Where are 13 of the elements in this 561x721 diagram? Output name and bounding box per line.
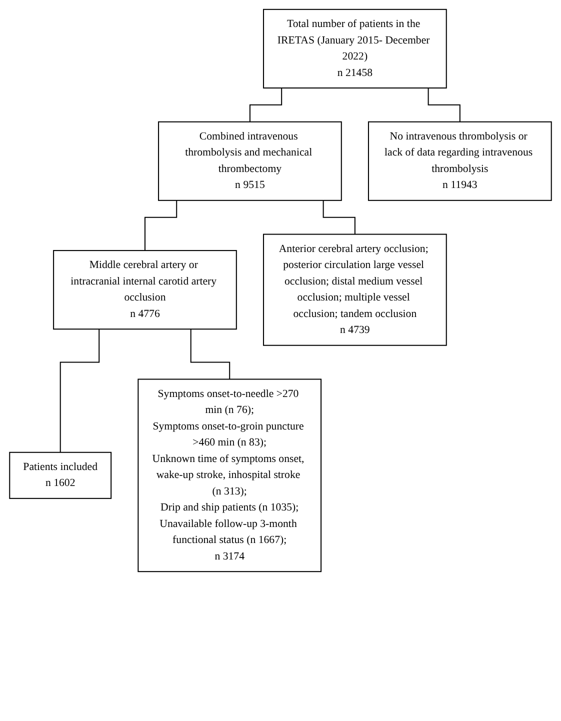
node-box: Combined intravenous thrombolysis and mechanical thrombectomy n 9515 <box>158 121 342 201</box>
node-box: Total number of patients in the IRETAS (January 2015- December 2022) n 21458 <box>263 8 447 88</box>
node-box: Patients included n 1602 <box>9 452 112 499</box>
connector <box>60 329 100 453</box>
node-box: Symptoms onset-to-needle >270 min (n 76); Symptoms onset-to-groin puncture >460 min (n 83); Unknown time of symptoms onset, wake-up stroke, inhospital stroke (n 313); Drip and ship patients (n 1035); Unavailable follow-up 3-month functional status (n 1667); n 3174 <box>138 378 322 572</box>
node-box: Anterior cerebral artery occlusion; posterior circulation large vessel occlusion; distal medium vessel occlusion; multiple vessel occlusion; tandem occlusion n 4739 <box>263 234 447 346</box>
connector <box>322 200 356 235</box>
connector <box>190 329 230 380</box>
node-box: No intravenous thrombolysis or lack of data regarding intravenous thrombolysis n 11943 <box>368 121 552 201</box>
connector <box>428 88 460 122</box>
connector <box>144 200 178 252</box>
connector <box>249 88 282 122</box>
node-box: Middle cerebral artery or intracranial internal carotid artery occlusion n 4776 <box>53 250 237 330</box>
